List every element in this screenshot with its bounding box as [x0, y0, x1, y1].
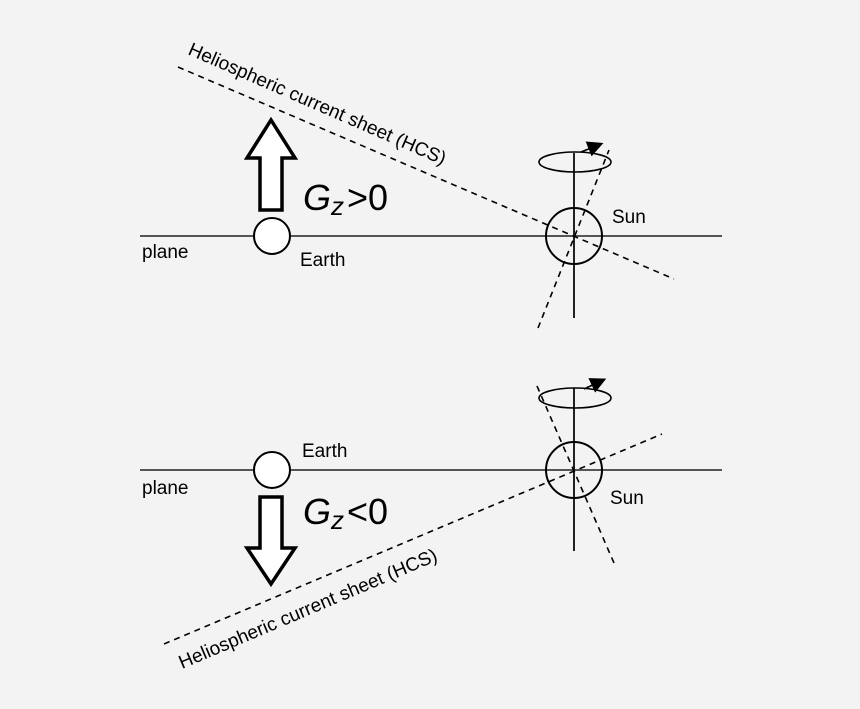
top-gz-letter: G	[303, 177, 331, 218]
bottom-sun-label: Sun	[610, 488, 644, 509]
top-hcs-label: Heliospheric current sheet (HCS)	[185, 39, 449, 169]
bottom-hcs-label: Heliospheric current sheet (HCS)	[176, 545, 441, 673]
top-panel: Heliospheric current sheet (HCS) plane E…	[140, 39, 722, 329]
bottom-rotation-arrow-icon	[583, 378, 607, 393]
top-sun-label: Sun	[612, 207, 646, 228]
bottom-panel: Heliospheric current sheet (HCS) plane E…	[140, 378, 722, 674]
bottom-gz-letter: G	[303, 491, 331, 532]
top-plane-label: plane	[142, 242, 189, 263]
bottom-gz-down-arrow-icon	[243, 495, 299, 588]
bottom-earth	[253, 451, 291, 489]
top-rotation-ellipse	[538, 151, 612, 173]
bottom-gz-subscript: z	[330, 505, 344, 535]
bottom-gz-relation: <0	[347, 491, 388, 532]
top-gz-up-arrow-icon	[243, 116, 299, 212]
bottom-rotation-ellipse	[538, 387, 612, 409]
top-gz-subscript: z	[330, 191, 344, 221]
top-earth-label: Earth	[300, 250, 345, 271]
bottom-earth-label: Earth	[302, 441, 347, 462]
top-sun	[545, 207, 603, 265]
top-rotation-arrow-icon	[580, 141, 604, 157]
top-hcs-line	[177, 66, 675, 280]
bottom-gz-label: Gz<0	[303, 491, 388, 535]
bottom-hcs-line	[163, 433, 663, 645]
top-earth	[253, 217, 291, 255]
bottom-sun	[545, 441, 603, 499]
bottom-plane-label: plane	[142, 478, 189, 499]
top-gz-relation: >0	[347, 177, 388, 218]
top-gz-label: Gz>0	[303, 177, 388, 221]
top-sun-magnetic-axis	[537, 149, 610, 329]
